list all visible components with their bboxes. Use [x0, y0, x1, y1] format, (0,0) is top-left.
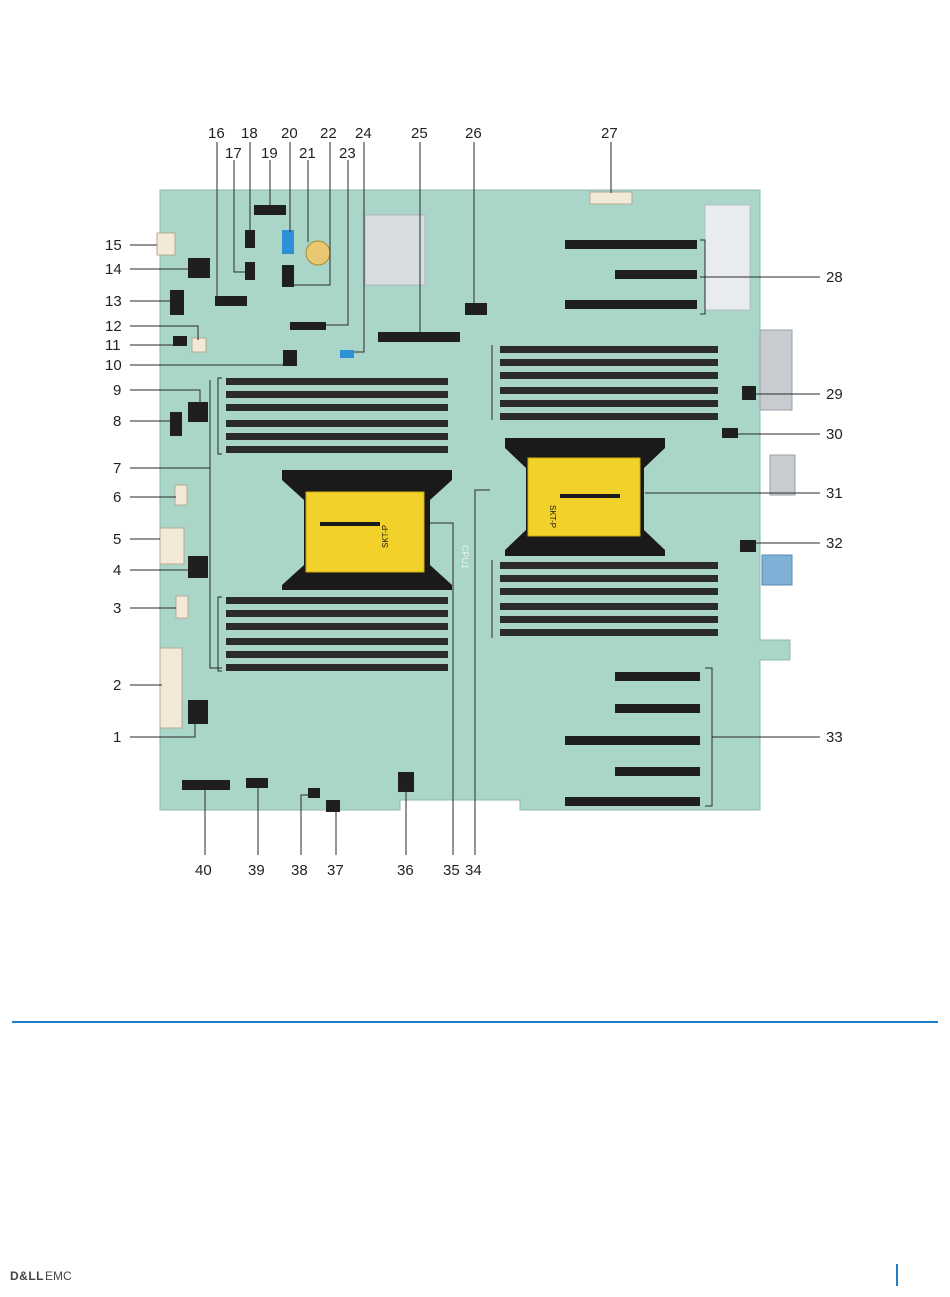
callout-37: 37 — [327, 862, 344, 879]
section-divider — [12, 1021, 938, 1023]
callout-5: 5 — [113, 531, 121, 548]
callout-27: 27 — [601, 125, 618, 142]
logo-emc-text: EMC — [45, 1269, 72, 1283]
callout-1: 1 — [113, 729, 121, 746]
callout-4: 4 — [113, 562, 121, 579]
callout-28: 28 — [826, 269, 843, 286]
callout-31: 31 — [826, 485, 843, 502]
system-board — [160, 190, 795, 810]
callout-9: 9 — [113, 382, 121, 399]
callout-22: 22 — [320, 125, 337, 142]
callout-34: 34 — [465, 862, 482, 879]
callout-33: 33 — [826, 729, 843, 746]
callout-17: 17 — [225, 145, 242, 162]
callout-25: 25 — [411, 125, 428, 142]
callout-8: 8 — [113, 413, 121, 430]
callout-14: 14 — [105, 261, 122, 278]
callout-39: 39 — [248, 862, 265, 879]
socket-left-label: SKT-P — [381, 525, 390, 548]
cpu-socket-left: SKT-P — [282, 470, 452, 590]
cpu-socket-right: SKT-P — [505, 438, 665, 556]
callout-36: 36 — [397, 862, 414, 879]
page-number-bar — [896, 1264, 898, 1286]
dell-emc-logo: D&LL EMC — [10, 1267, 72, 1285]
callout-20: 20 — [281, 125, 298, 142]
callout-7: 7 — [113, 460, 121, 477]
callout-12: 12 — [105, 318, 122, 335]
socket-right-label: SKT-P — [548, 505, 557, 528]
callout-26: 26 — [465, 125, 482, 142]
callout-19: 19 — [261, 145, 278, 162]
callout-15: 15 — [105, 237, 122, 254]
callout-30: 30 — [826, 426, 843, 443]
callout-10: 10 — [105, 357, 122, 374]
callout-21: 21 — [299, 145, 316, 162]
logo-dell-text: D&LL — [10, 1269, 44, 1283]
callout-29: 29 — [826, 386, 843, 403]
callout-18: 18 — [241, 125, 258, 142]
callout-16: 16 — [208, 125, 225, 142]
callout-23: 23 — [339, 145, 356, 162]
mid-connector — [378, 332, 460, 342]
callout-2: 2 — [113, 677, 121, 694]
callout-6: 6 — [113, 489, 121, 506]
callout-40: 40 — [195, 862, 212, 879]
callout-24: 24 — [355, 125, 372, 142]
callout-13: 13 — [105, 293, 122, 310]
system-board-diagram: SKT-P SKT-P CPU1 — [0, 0, 950, 1000]
callout-32: 32 — [826, 535, 843, 552]
callout-35: 35 — [443, 862, 460, 879]
callout-11: 11 — [105, 337, 121, 354]
callout-3: 3 — [113, 600, 121, 617]
callout-38: 38 — [291, 862, 308, 879]
cpu1-silkscreen: CPU1 — [460, 545, 470, 569]
